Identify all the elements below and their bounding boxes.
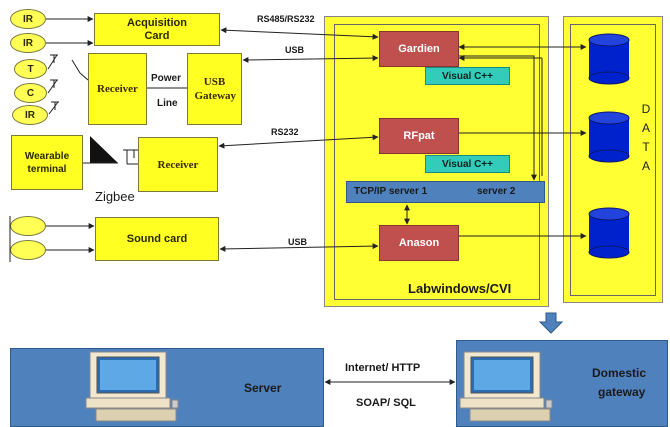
labwindows-inner-frame xyxy=(334,24,540,300)
zigbee-label: Zigbee xyxy=(95,189,135,204)
ir-sensor-2: IR xyxy=(10,33,46,53)
soap-label: SOAP/ SQL xyxy=(356,397,416,409)
gardien-module: Gardien xyxy=(379,31,459,67)
server-computer-icon xyxy=(85,351,179,422)
tcp-server1-label: TCP/IP server 1 xyxy=(354,186,428,197)
data-label: D A T A xyxy=(641,102,651,173)
labwindows-label: Labwindows/CVI xyxy=(408,281,512,296)
usb-link-1 xyxy=(242,55,379,63)
server-label: Server xyxy=(244,381,282,395)
zigbee-symbol xyxy=(90,136,118,163)
server2-label: server 2 xyxy=(477,186,516,197)
sound-card: Sound card xyxy=(95,217,219,261)
down-arrow-icon xyxy=(538,312,564,334)
visual-cpp-2: Visual C++ xyxy=(425,155,510,173)
gateway-label-2: gateway xyxy=(598,385,646,399)
ir-sensor-3: IR xyxy=(12,105,48,125)
t-sensor: T xyxy=(14,59,47,79)
rs485-link xyxy=(220,27,379,40)
rs485-label: RS485/RS232 xyxy=(257,14,315,24)
power-label: Power xyxy=(151,73,182,84)
acquisition-card: Acquisition Card xyxy=(94,13,220,46)
data-inner-frame xyxy=(570,24,656,296)
anason-module: Anason xyxy=(379,225,459,261)
rfpat-module: RFpat xyxy=(379,118,459,154)
database-cylinder-2 xyxy=(588,111,630,163)
usb-label-1: USB xyxy=(285,45,305,55)
usb-gateway: USB Gateway xyxy=(187,53,242,125)
database-cylinder-3 xyxy=(588,207,630,259)
usb-link-2 xyxy=(219,243,379,252)
receiver-1: Receiver xyxy=(88,53,147,125)
usb-label-2: USB xyxy=(288,237,308,247)
visual-cpp-1: Visual C++ xyxy=(425,67,510,85)
database-cylinder-1 xyxy=(588,33,630,85)
rs232-link xyxy=(218,134,379,149)
gateway-computer-icon xyxy=(459,351,553,422)
tcp-ip-bar: TCP/IP server 1 server 2 xyxy=(346,181,545,203)
c-sensor: C xyxy=(14,83,47,103)
wearable-terminal: Wearable terminal xyxy=(11,135,83,190)
rs232-label: RS232 xyxy=(271,127,299,137)
internet-label: Internet/ HTTP xyxy=(345,362,421,374)
ir-sensor-1: IR xyxy=(10,9,46,29)
line-label: Line xyxy=(157,98,178,109)
receiver-2: Receiver xyxy=(138,137,218,192)
gateway-label-1: Domestic xyxy=(592,366,647,380)
